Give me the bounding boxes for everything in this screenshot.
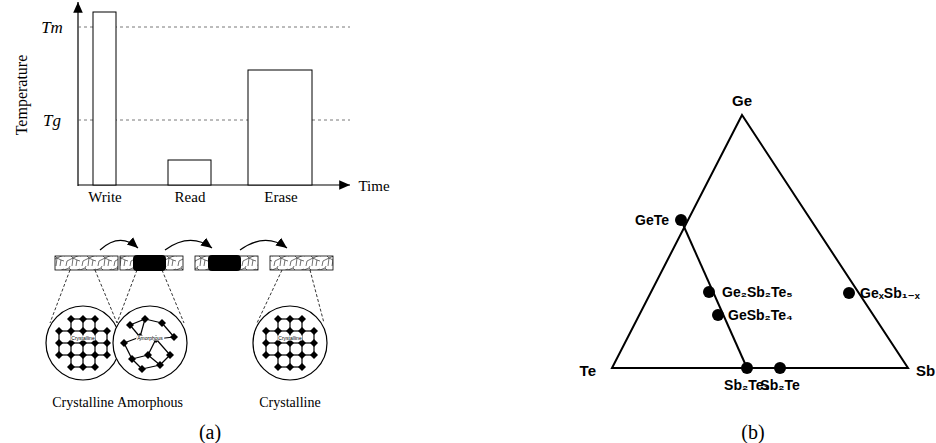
pulse-label: Write [88, 190, 122, 205]
phase-label: Crystalline [52, 396, 113, 410]
panel-label: (a) [199, 422, 221, 442]
phase-tag: Crystalline [277, 336, 302, 341]
phase-tag: Amorphous [136, 336, 164, 341]
melting-temperature: Tm [41, 19, 63, 36]
ternary-diagram [612, 115, 908, 374]
phase-label: Amorphous [117, 396, 183, 410]
compound-label: Sb₂Te [760, 378, 799, 392]
element-label: Ge [732, 93, 752, 108]
compound-label: GeTe [635, 213, 669, 227]
phase-tag: Crystalline [70, 336, 95, 341]
axis-title: Time [358, 179, 389, 194]
compound-label: GeSb₂Te₄ [728, 308, 793, 322]
temperature-chart [78, 2, 350, 186]
film-strips [55, 240, 333, 271]
compound-label: GeₓSb₁₋ₓ [860, 286, 920, 300]
pulse-label: Erase [264, 190, 297, 205]
element-label: Te [580, 363, 596, 378]
axis-title: Temperature [14, 55, 30, 136]
phase-label: Crystalline [259, 396, 320, 410]
pulse-label: Read [175, 190, 206, 205]
panel-label: (b) [741, 422, 764, 442]
compound-label: Ge₂Sb₂Te₅ [722, 285, 793, 299]
atomic-structure [46, 306, 327, 380]
element-label: Sb [916, 363, 935, 378]
glass-temperature: Tg [43, 112, 61, 129]
